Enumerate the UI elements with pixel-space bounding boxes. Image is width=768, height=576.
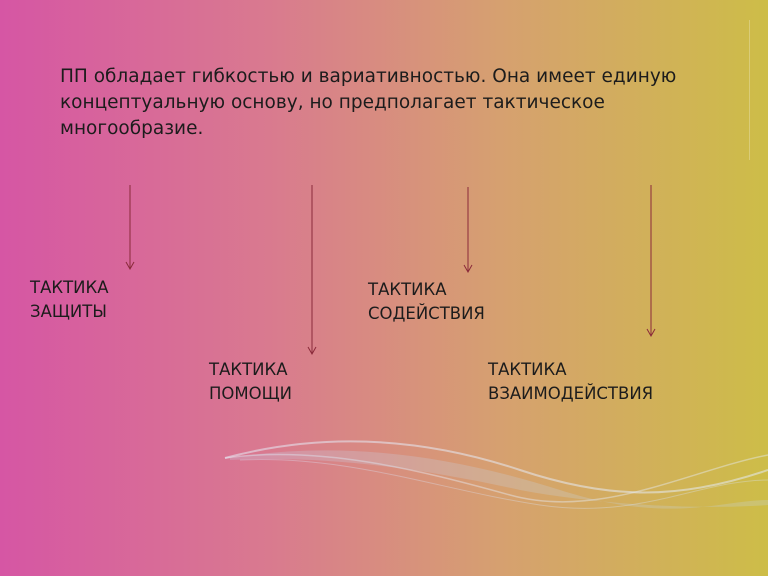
arrow-to-help [307, 185, 317, 356]
tactic-interaction-line1: ТАКТИКА [488, 360, 567, 379]
tactic-interaction-line2: ВЗАИМОДЕЙСТВИЯ [488, 384, 654, 403]
tactic-help-label: ТАКТИКА ПОМОЩИ [209, 358, 292, 406]
tactic-interaction-label: ТАКТИКА ВЗАИМОДЕЙСТВИЯ [488, 358, 653, 406]
arrow-to-assistance [463, 187, 473, 274]
tactic-protection-line1: ТАКТИКА [30, 278, 109, 297]
divider-line [749, 20, 750, 160]
tactic-assistance-line1: ТАКТИКА [368, 280, 447, 299]
tactic-help-line1: ТАКТИКА [209, 360, 288, 379]
arrow-to-interaction [646, 185, 656, 338]
tactic-protection-line2: ЗАЩИТЫ [30, 302, 107, 321]
tactic-assistance-line2: СОДЕЙСТВИЯ [368, 304, 485, 323]
statement-text: ПП обладает гибкостью и вариативностью. … [60, 66, 677, 139]
tactic-assistance-label: ТАКТИКА СОДЕЙСТВИЯ [368, 278, 485, 326]
tactic-protection-label: ТАКТИКА ЗАЩИТЫ [30, 276, 109, 324]
arrow-to-protection [125, 185, 135, 271]
tactic-help-line2: ПОМОЩИ [209, 384, 293, 403]
